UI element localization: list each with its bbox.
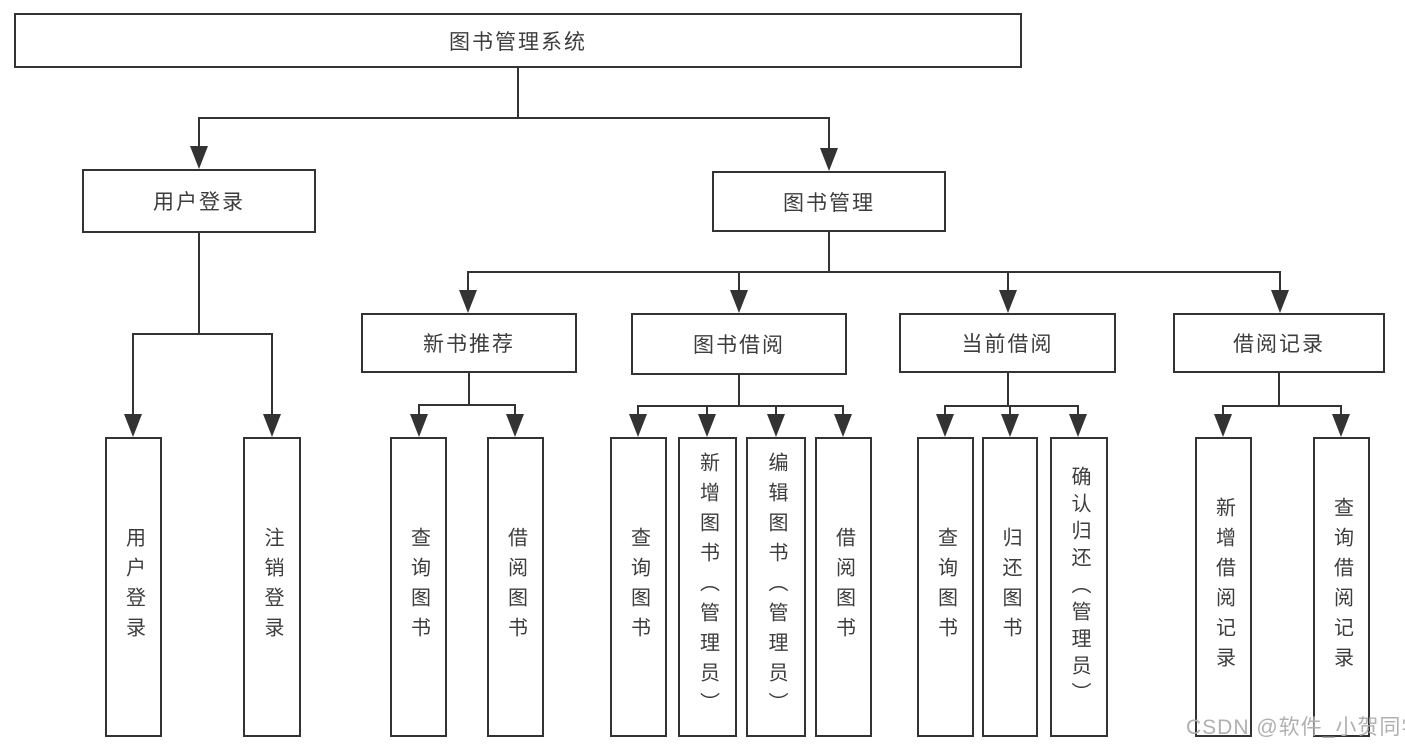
leaf-query-books-recommend: 查询图书: [390, 437, 447, 737]
connector-vline: [1340, 405, 1342, 416]
leaf-user-login: 用户登录: [105, 437, 162, 737]
node-book-borrowing: 图书借阅: [631, 313, 847, 375]
arrow-down-icon: [1001, 414, 1019, 437]
arrow-down-icon: [730, 290, 748, 313]
node-borrow-records-label: 借阅记录: [1233, 333, 1325, 356]
leaf-confirm-return-admin-label: 确认归还（管理员）: [1068, 465, 1090, 709]
leaf-return-books: 归还图书: [982, 437, 1038, 737]
connector-vline: [1007, 373, 1009, 407]
connector-vline: [738, 375, 740, 407]
connector-vline: [468, 373, 470, 406]
leaf-query-books-recommend-label: 查询图书: [407, 527, 430, 647]
leaf-borrow-books-label: 借阅图书: [832, 527, 855, 647]
connector-vline: [738, 271, 740, 293]
connector-vline: [418, 404, 420, 416]
connector-vline: [842, 405, 844, 416]
leaf-borrow-books-recommend: 借阅图书: [487, 437, 544, 737]
arrow-down-icon: [124, 414, 142, 437]
connector-bus: [418, 404, 516, 406]
arrow-down-icon: [1271, 290, 1289, 313]
connector-vline: [198, 117, 200, 149]
connector-vline: [828, 232, 830, 273]
leaf-query-books-borrowing-label: 查询图书: [627, 527, 650, 647]
arrow-down-icon: [698, 414, 716, 437]
node-book-management-label: 图书管理: [783, 191, 875, 215]
leaf-logout-label: 注销登录: [261, 527, 283, 647]
leaf-query-borrow-record-label: 查询借阅记录: [1330, 497, 1353, 677]
arrow-down-icon: [1214, 414, 1232, 437]
connector-vline: [1279, 271, 1281, 293]
arrow-down-icon: [767, 414, 785, 437]
connector-bus: [1222, 405, 1341, 407]
connector-vline: [271, 333, 273, 415]
connector-vline: [132, 333, 134, 415]
node-library-system: 图书管理系统: [14, 13, 1022, 68]
arrow-down-icon: [1069, 414, 1087, 437]
connector-vline: [775, 405, 777, 416]
connector-vline: [1009, 405, 1011, 416]
connector-vline: [198, 233, 200, 334]
arrow-down-icon: [834, 414, 852, 437]
arrow-down-icon: [410, 414, 428, 437]
node-borrow-records: 借阅记录: [1173, 313, 1385, 373]
arrow-down-icon: [936, 414, 954, 437]
arrow-down-icon: [263, 414, 281, 437]
node-user-login-label: 用户登录: [153, 191, 245, 214]
connector-bus: [637, 405, 844, 407]
node-library-system-label: 图书管理系统: [449, 30, 587, 54]
connector-bus: [467, 271, 1281, 273]
connector-bus: [198, 117, 830, 119]
connector-bus: [132, 333, 273, 335]
leaf-query-books-current: 查询图书: [917, 437, 974, 737]
connector-vline: [828, 117, 830, 151]
arrow-down-icon: [190, 146, 208, 169]
node-book-borrowing-label: 图书借阅: [693, 334, 785, 357]
leaf-return-books-label: 归还图书: [999, 527, 1021, 647]
arrow-down-icon: [1332, 414, 1350, 437]
node-new-book-recommend: 新书推荐: [361, 313, 577, 373]
connector-vline: [517, 68, 519, 118]
leaf-query-books-current-label: 查询图书: [934, 527, 957, 647]
leaf-add-books-admin: 新增图书（管理员）: [678, 437, 737, 737]
arrow-down-icon: [999, 290, 1017, 313]
arrow-down-icon: [629, 414, 647, 437]
leaf-borrow-books-recommend-label: 借阅图书: [504, 527, 527, 647]
leaf-borrow-books: 借阅图书: [815, 437, 872, 737]
connector-vline: [467, 271, 469, 293]
connector-vline: [1077, 405, 1079, 416]
node-user-login: 用户登录: [82, 169, 316, 233]
leaf-add-books-admin-label: 新增图书（管理员）: [696, 452, 719, 722]
connector-vline: [1222, 405, 1224, 416]
leaf-add-borrow-record: 新增借阅记录: [1195, 437, 1252, 737]
connector-vline: [637, 405, 639, 416]
node-new-book-recommend-label: 新书推荐: [423, 333, 515, 356]
connector-vline: [1007, 271, 1009, 293]
leaf-add-borrow-record-label: 新增借阅记录: [1212, 497, 1235, 677]
leaf-logout: 注销登录: [243, 437, 301, 737]
leaf-edit-books-admin-label: 编辑图书（管理员）: [765, 452, 787, 722]
watermark: CSDN @软件_小贺同学: [1186, 716, 1405, 739]
arrow-down-icon: [459, 290, 477, 313]
connector-vline: [706, 405, 708, 416]
arrow-down-icon: [506, 414, 524, 437]
connector-bus: [944, 405, 1079, 407]
leaf-query-books-borrowing: 查询图书: [610, 437, 667, 737]
leaf-query-borrow-record: 查询借阅记录: [1313, 437, 1370, 737]
node-current-borrowing: 当前借阅: [899, 313, 1116, 373]
connector-vline: [944, 405, 946, 416]
connector-vline: [514, 404, 516, 416]
leaf-confirm-return-admin: 确认归还（管理员）: [1050, 437, 1108, 737]
arrow-down-icon: [820, 148, 838, 171]
connector-vline: [1278, 373, 1280, 407]
leaf-user-login-label: 用户登录: [122, 527, 145, 647]
node-book-management: 图书管理: [712, 171, 946, 232]
leaf-edit-books-admin: 编辑图书（管理员）: [746, 437, 806, 737]
node-current-borrowing-label: 当前借阅: [961, 333, 1054, 356]
